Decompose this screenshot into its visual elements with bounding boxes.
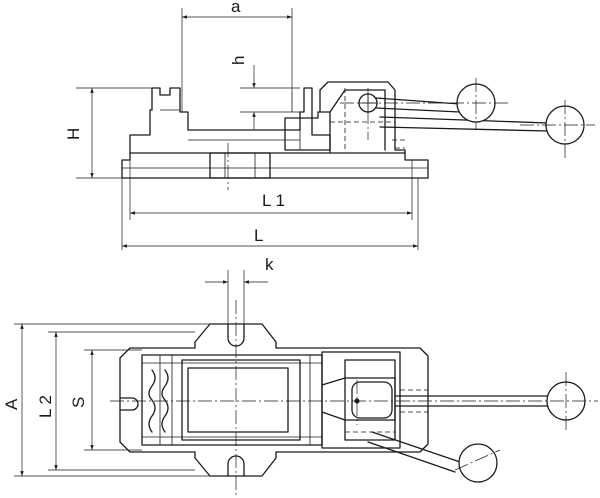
dimension-label-L: L [254,226,263,245]
side-view: a h H L 1 L [64,0,595,250]
dimension-label-a: a [231,0,241,16]
dimension-label-H: H [64,128,83,140]
top-view: k A L 2 S [2,255,598,498]
dimension-label-h: h [229,56,248,65]
dimension-label-k: k [265,255,274,274]
dimension-label-L2: L 2 [36,395,55,418]
dimension-label-L1: L 1 [262,191,285,210]
dimension-label-A: A [2,398,21,410]
lever-ball-lower-topview [458,443,498,483]
dimension-label-S: S [69,397,88,408]
